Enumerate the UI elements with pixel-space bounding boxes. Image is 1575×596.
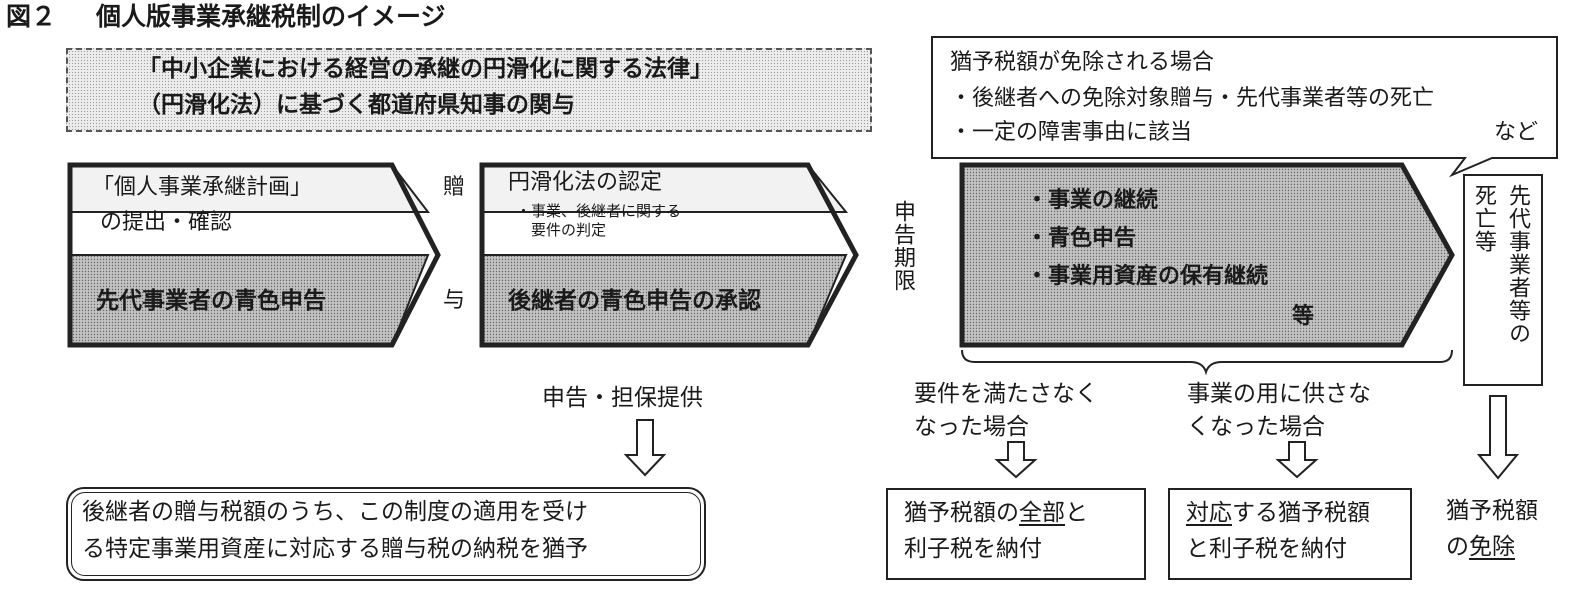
case1-result-line1-underlined: 全部 bbox=[1019, 500, 1065, 526]
case2-result-box: 対応する猶予税額 と利子税を納付 bbox=[1168, 488, 1412, 580]
case3-result-line2-underlined: 免除 bbox=[1469, 534, 1515, 560]
deferral-box: 後継者の贈与税額のうち、この制度の適用を受け る特定事業用資産に対応する贈与税の… bbox=[66, 487, 706, 581]
arrow3-suffix: 等 bbox=[1292, 304, 1315, 329]
case1-condition-line2: なった場合 bbox=[914, 414, 1029, 440]
case1-result-line1-pre: 猶予税額の bbox=[904, 500, 1019, 526]
case2-result-line1: 対応する猶予税額 bbox=[1186, 500, 1370, 527]
exemption-callout-bubble bbox=[931, 36, 1558, 178]
arrow1-top-line2: の提出・確認 bbox=[100, 210, 233, 235]
figure-title: 個人版事業承継税制のイメージ bbox=[96, 2, 446, 31]
death-label-col2: 先代事業者等の bbox=[1505, 184, 1530, 345]
filing-label: 申告・担保提供 bbox=[542, 385, 703, 411]
exemption-suffix: など bbox=[1494, 120, 1539, 145]
arrow1-bottom: 先代事業者の青色申告 bbox=[96, 288, 326, 314]
gift-label-bottom: 与 bbox=[443, 288, 466, 313]
arrow2-sub-line1: ・事業、後継者に関する bbox=[516, 202, 682, 220]
exemption-item1: ・後継者への免除対象贈与・先代事業者等の死亡 bbox=[950, 86, 1435, 111]
arrow3-item1: ・事業の継続 bbox=[1026, 188, 1159, 213]
arrow2-title: 円滑化法の認定 bbox=[508, 170, 663, 195]
deferral-line1: 後継者の贈与税額のうち、この制度の適用を受け bbox=[82, 499, 588, 525]
case1-result-line2: 利子税を納付 bbox=[904, 536, 1042, 562]
death-box: 死亡等 先代事業者等の bbox=[1463, 174, 1543, 386]
down-arrow-filing bbox=[623, 419, 667, 477]
deferral-line2: る特定事業用資産に対応する贈与税の納税を猶予 bbox=[82, 536, 588, 562]
arrow2-outline bbox=[479, 162, 859, 348]
case1-condition-line1: 要件を満たさなく bbox=[914, 381, 1098, 407]
requirement-brace bbox=[961, 349, 1453, 376]
case3-result-line2-pre: の bbox=[1446, 534, 1469, 560]
arrow2-bottom: 後継者の青色申告の承認 bbox=[508, 288, 761, 314]
arrow1-outline bbox=[67, 162, 441, 348]
arrow1-top-line1: 「個人事業承継計画」 bbox=[92, 175, 313, 200]
arrow3-item2: ・青色申告 bbox=[1026, 226, 1137, 251]
arrow3-item3: ・事業用資産の保有継続 bbox=[1026, 264, 1269, 289]
figure-label: 図２ bbox=[6, 2, 57, 31]
case3-result-line1: 猶予税額 bbox=[1446, 498, 1538, 524]
death-label-col1: 死亡等 bbox=[1471, 184, 1496, 253]
down-arrow-case1 bbox=[994, 441, 1038, 479]
law-box-line1: 「中小企業における経営の承継の円滑化に関する法律」 bbox=[138, 56, 713, 82]
gift-label-top: 贈 bbox=[443, 175, 466, 200]
law-box: 「中小企業における経営の承継の円滑化に関する法律」 （円滑化法）に基づく都道府県… bbox=[66, 48, 872, 132]
case2-condition-line2: くなった場合 bbox=[1187, 414, 1325, 440]
law-box-line2: （円滑化法）に基づく都道府県知事の関与 bbox=[138, 92, 575, 118]
case1-result-box: 猶予税額の全部と 利子税を納付 bbox=[886, 488, 1146, 580]
down-arrow-case3 bbox=[1476, 395, 1520, 480]
case2-result-line1-post: する猶予税額 bbox=[1232, 500, 1370, 526]
exemption-title: 猶予税額が免除される場合 bbox=[950, 50, 1215, 75]
case2-condition-line1: 事業の用に供さな bbox=[1187, 381, 1371, 407]
arrow3-shape bbox=[959, 162, 1455, 348]
exemption-item2: ・一定の障害事由に該当 bbox=[950, 120, 1193, 145]
deferral-box-inner: 後継者の贈与税額のうち、この制度の適用を受け る特定事業用資産に対応する贈与税の… bbox=[71, 492, 701, 576]
case1-result-line1: 猶予税額の全部と bbox=[904, 500, 1088, 527]
case1-result-line1-post: と bbox=[1065, 500, 1088, 526]
case2-result-line1-underlined: 対応 bbox=[1186, 500, 1232, 526]
case2-result-line2: と利子税を納付 bbox=[1186, 536, 1347, 562]
deadline-label: 申告期限 bbox=[890, 200, 915, 292]
case3-result-line2: の免除 bbox=[1446, 534, 1515, 561]
arrow2-sub-line2: 要件の判定 bbox=[531, 221, 607, 239]
down-arrow-case2 bbox=[1275, 441, 1319, 479]
